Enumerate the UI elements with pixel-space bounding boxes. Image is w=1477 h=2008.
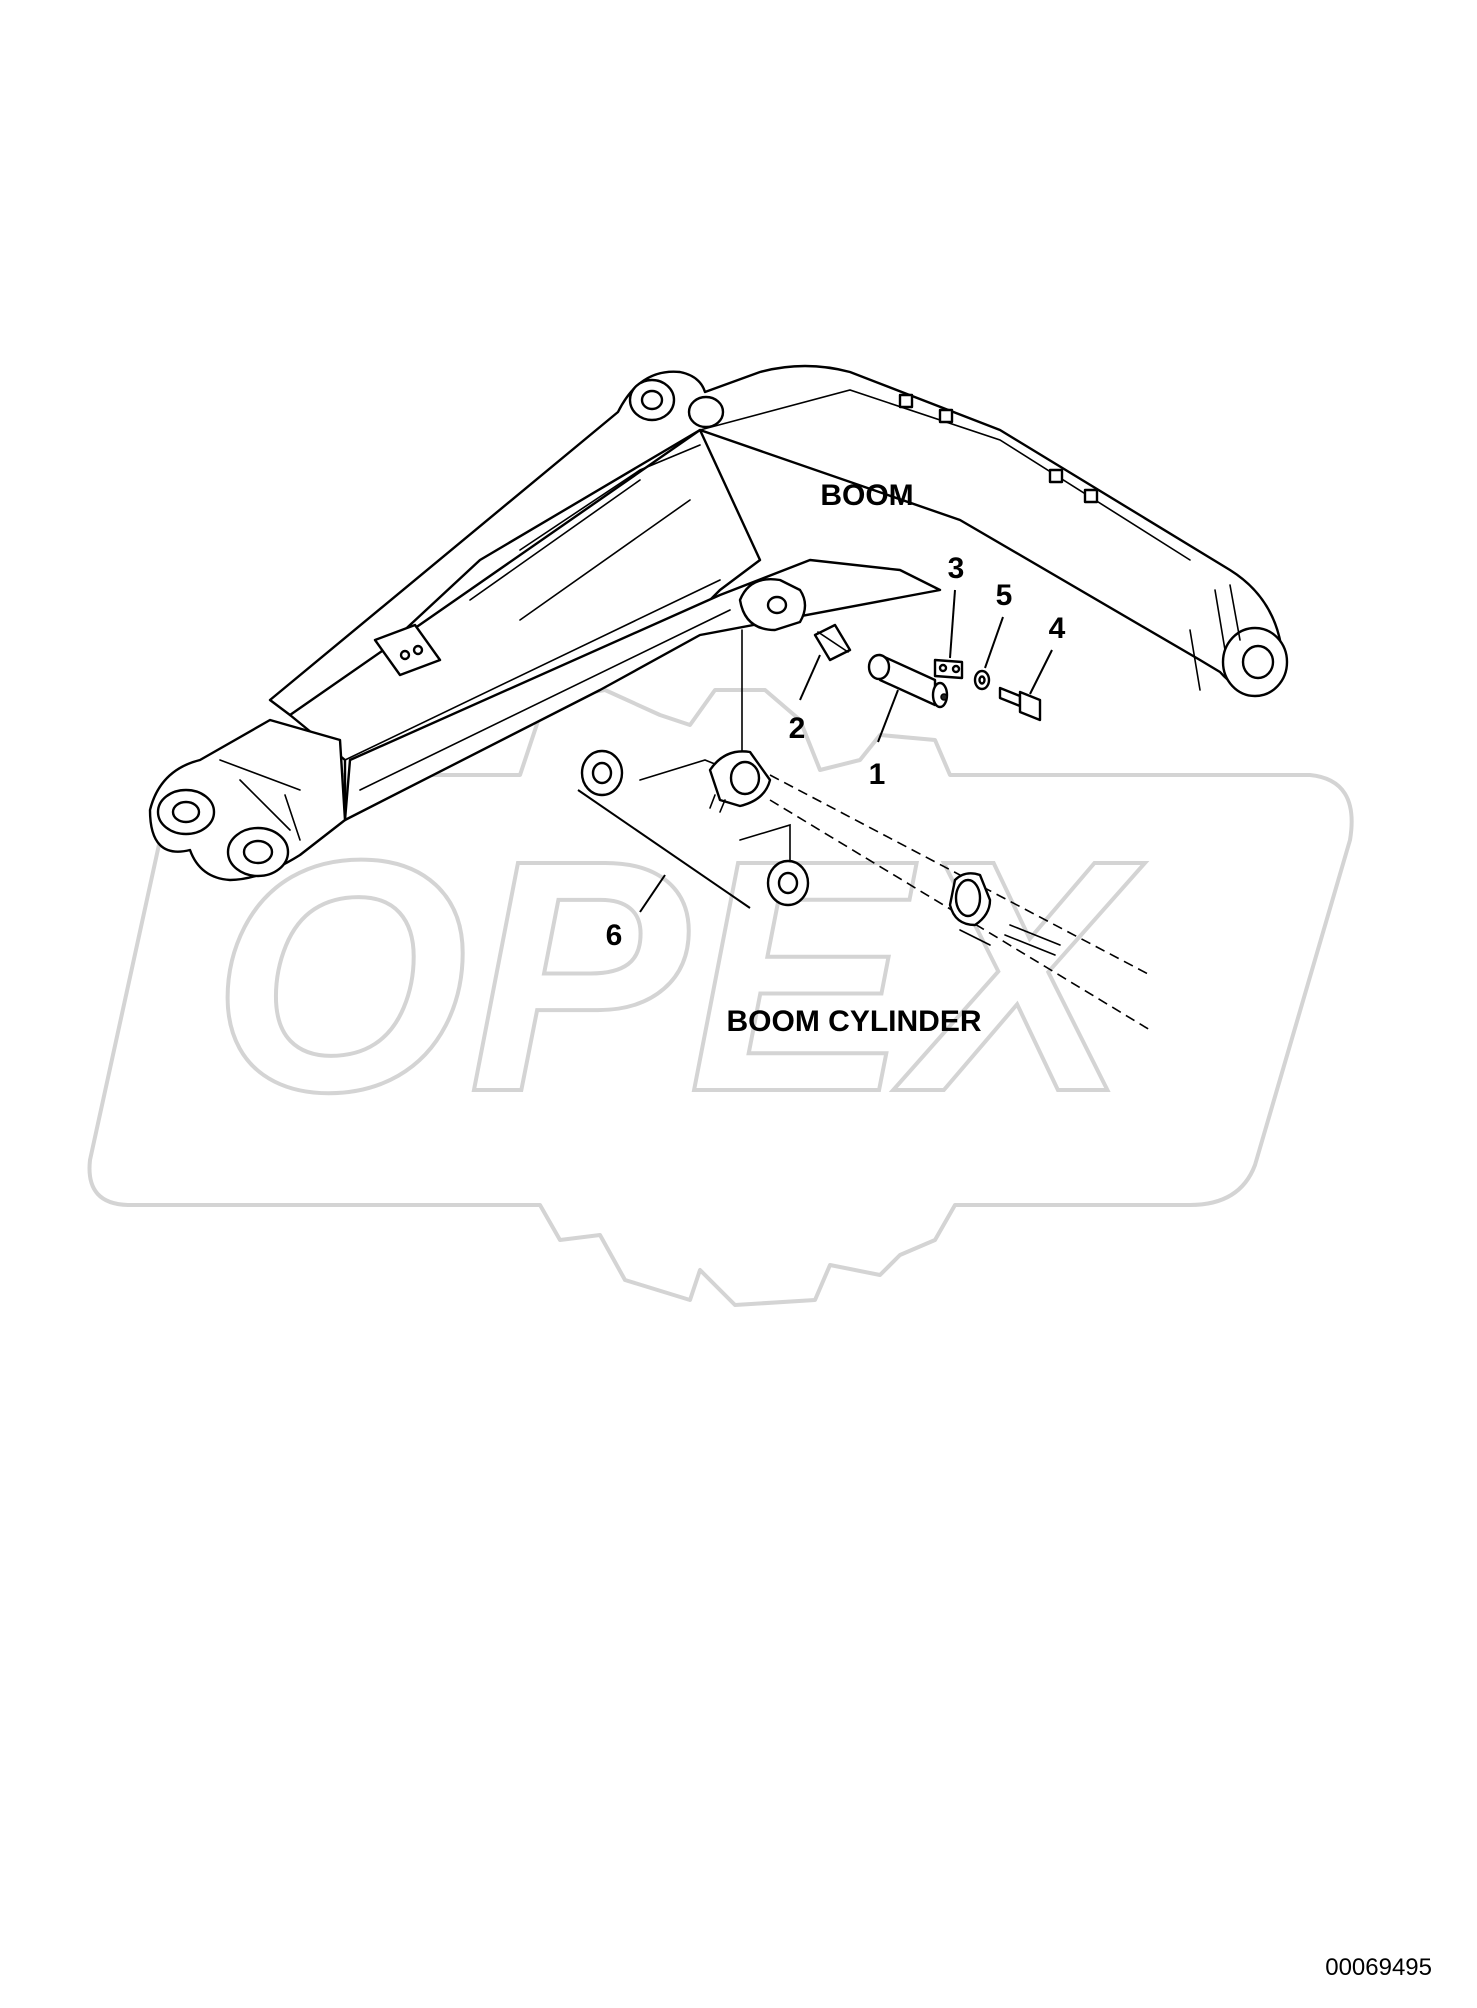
- boom-foot-bore: [242, 839, 274, 865]
- exploded-parts: [577, 589, 1151, 1031]
- watermark-text: OPEX: [211, 791, 1145, 1160]
- document-id: 00069495: [1325, 1954, 1432, 1981]
- washer-hole: [978, 675, 986, 685]
- washer-bracket-line: [577, 789, 751, 909]
- callout-leader-1: [877, 689, 899, 743]
- callout-6: 6: [606, 919, 623, 952]
- boom-top-boss: [687, 395, 725, 429]
- boom-front-bore: [1241, 644, 1275, 680]
- callout-leader-6: [639, 874, 666, 913]
- boom-label: BOOM: [820, 479, 913, 512]
- boom-lug: [938, 408, 954, 424]
- boom-foot-lines: [219, 759, 301, 841]
- boom-plate: [373, 623, 442, 677]
- callout-2: 2: [789, 712, 806, 745]
- boom-side-plate: [343, 558, 942, 822]
- boom-edge-line: [344, 579, 721, 761]
- callout-3: 3: [948, 552, 965, 585]
- boom-top-bore: [640, 389, 664, 411]
- boom-lug: [898, 393, 914, 409]
- washer-hole: [591, 761, 613, 785]
- callout-4: 4: [1049, 612, 1066, 645]
- callout-leader-5: [984, 616, 1004, 669]
- washer-hole: [777, 871, 799, 895]
- callout-1: 1: [869, 758, 886, 791]
- bracket-bore: [766, 595, 788, 615]
- watermark-logo: OPEX: [87, 688, 1354, 1307]
- boom-lug: [1048, 468, 1064, 484]
- boom-drawing: [148, 364, 1289, 882]
- boom-edge-line: [359, 609, 731, 791]
- boom-edge-line: [469, 479, 641, 601]
- callout-leader-4: [1029, 649, 1053, 695]
- callout-leader-3: [949, 589, 956, 659]
- boom-front-ribs: [1189, 584, 1241, 691]
- callout-5: 5: [996, 579, 1013, 612]
- plate-bolt: [399, 649, 411, 661]
- part-4-bolt: [998, 686, 1042, 722]
- boom-foot: [148, 718, 347, 882]
- boom-lug: [1083, 488, 1099, 504]
- boom-edge-line: [519, 499, 691, 621]
- callout-leader-2: [799, 654, 821, 701]
- guide-line: [739, 823, 791, 861]
- plate-bolt: [412, 644, 424, 656]
- boom-foot-bore: [171, 800, 201, 824]
- part-1-pin: [867, 653, 949, 709]
- part-3-lock-plate: [933, 658, 964, 680]
- boom-cylinder-label: BOOM CYLINDER: [727, 1005, 982, 1038]
- part-2-grease-fitting: [813, 623, 852, 662]
- boom-edge-line: [519, 444, 701, 551]
- boom-cylinder: [708, 750, 1151, 1031]
